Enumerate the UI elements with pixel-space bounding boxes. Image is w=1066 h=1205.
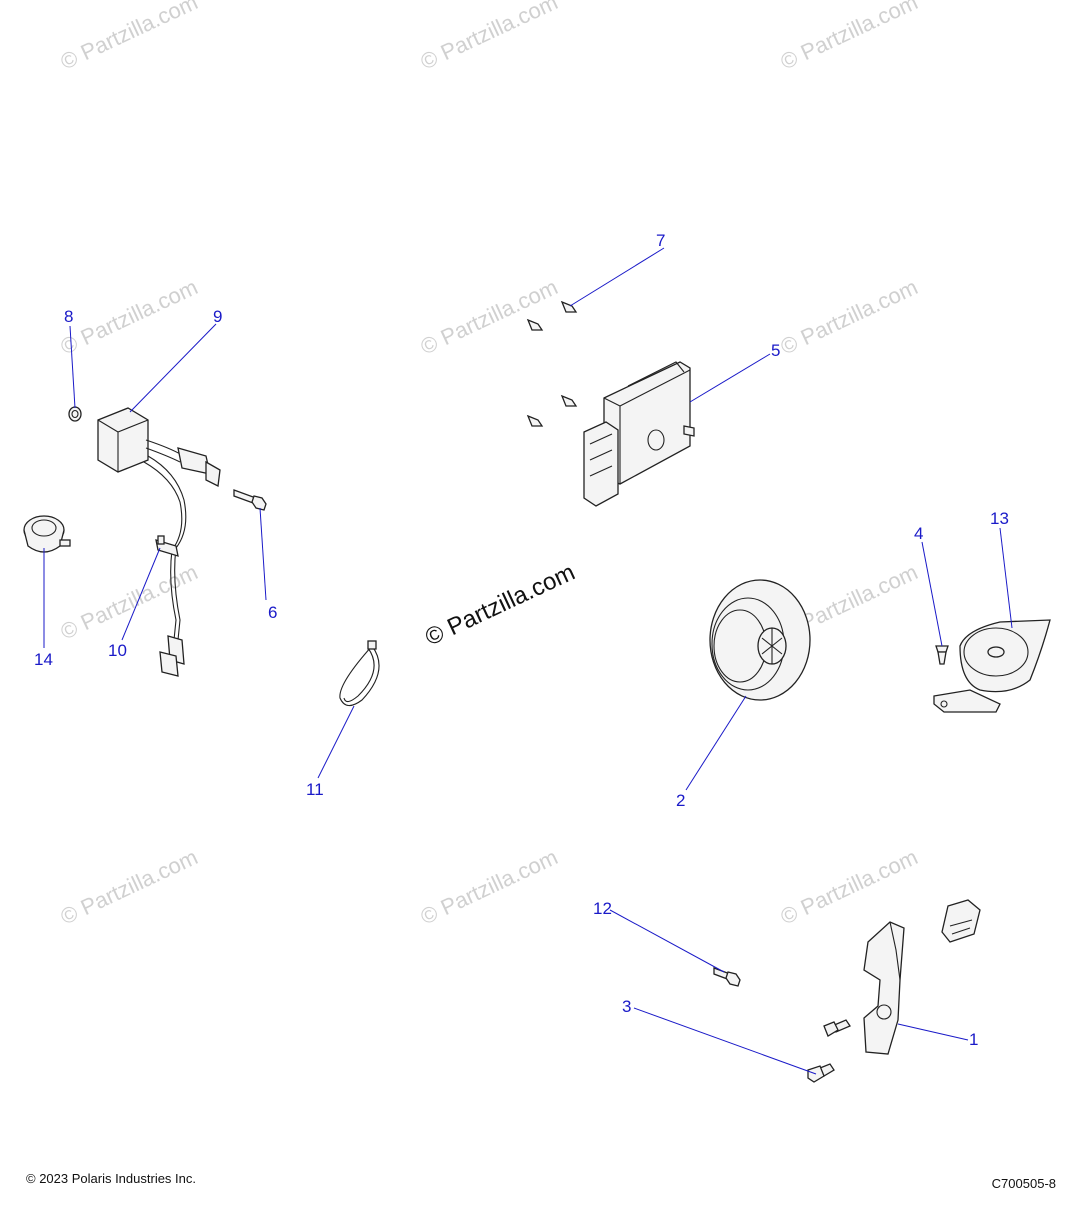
part-13-horn	[933, 619, 1051, 713]
callout-10: 10	[108, 641, 127, 660]
callout-11: 11	[306, 780, 324, 799]
callout-1: 1	[969, 1030, 978, 1049]
part-14-cap	[23, 515, 71, 553]
callout-labels: 7 5 9 8 6 10 14 11 2 4 13 12 3 1	[34, 231, 1009, 1049]
callout-14: 14	[34, 650, 53, 669]
watermark: © Partzilla.com	[777, 274, 922, 359]
part-7-screws	[526, 300, 578, 427]
callout-13: 13	[990, 509, 1009, 528]
part-10-clip	[155, 535, 179, 557]
callout-7: 7	[656, 231, 665, 250]
watermark: © Partzilla.com	[777, 844, 922, 929]
part-9-relay-harness	[97, 407, 221, 677]
callout-3: 3	[622, 997, 631, 1016]
watermark: © Partzilla.com	[57, 844, 202, 929]
callout-12: 12	[593, 899, 612, 918]
watermark: © Partzilla.com	[417, 274, 562, 359]
part-5-ecu	[583, 361, 695, 507]
copyright-notice: © 2023 Polaris Industries Inc.	[26, 1171, 196, 1186]
part-3-bolts	[807, 1019, 851, 1083]
part-2-speaker	[709, 579, 811, 701]
watermark: © Partzilla.com	[57, 0, 202, 75]
callout-4: 4	[914, 524, 923, 543]
watermark: © Partzilla.com	[777, 0, 922, 75]
callout-2: 2	[676, 791, 685, 810]
callout-5: 5	[771, 341, 780, 360]
watermark-center: © Partzilla.com	[421, 559, 579, 652]
part-6-bolt	[233, 489, 267, 511]
callout-6: 6	[268, 603, 277, 622]
watermark: © Partzilla.com	[417, 0, 562, 75]
leader-lines	[43, 247, 1013, 1075]
callout-8: 8	[64, 307, 73, 326]
part-4-screw	[935, 645, 949, 665]
watermark: © Partzilla.com	[57, 559, 202, 644]
drawing-number: C700505-8	[991, 1176, 1056, 1191]
part-1-bracket	[863, 921, 905, 1055]
part-sensor	[941, 899, 981, 943]
part-12-bolt	[713, 967, 741, 987]
callout-9: 9	[213, 307, 222, 326]
part-8-nut	[68, 406, 82, 422]
watermark: © Partzilla.com	[417, 844, 562, 929]
watermark: © Partzilla.com	[57, 274, 202, 359]
part-11-cable-tie	[339, 640, 380, 707]
